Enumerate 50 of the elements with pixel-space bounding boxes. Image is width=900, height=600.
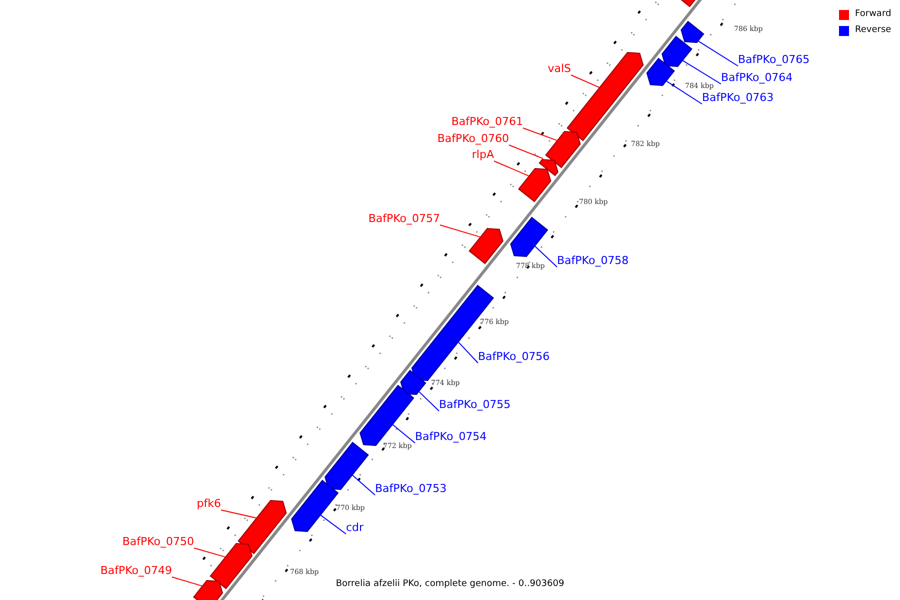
legend-label: Forward: [855, 9, 892, 20]
leader-line: [392, 424, 416, 444]
gene-feature: [538, 158, 558, 176]
gene-feature: [324, 442, 369, 490]
gene-feature: [468, 228, 504, 264]
leader-line: [698, 40, 738, 66]
gene-label: BafPKo_0764: [721, 71, 793, 84]
gene-label: cdr: [346, 521, 364, 534]
gene-label: BafPKo_0763: [702, 91, 774, 104]
gene-feature: [400, 370, 426, 396]
leader-line: [194, 548, 226, 558]
gene-label: pfk6: [196, 497, 221, 510]
leader-line: [320, 514, 346, 534]
gene-feature: [662, 36, 692, 68]
leader-line: [522, 128, 558, 142]
gene-feature: [238, 500, 287, 554]
leader-line: [418, 390, 440, 412]
gene-label: BafPKo_0749: [100, 564, 172, 577]
gene-label: BafPKo_0757: [368, 212, 440, 225]
leader-line: [440, 224, 481, 238]
gene-label: BafPKo_0750: [122, 535, 194, 548]
leader-line: [458, 341, 478, 364]
legend-label: Reverse: [855, 25, 892, 36]
leader-line: [172, 576, 203, 587]
gene-label: BafPKo_0760: [437, 132, 509, 145]
leader-line: [682, 60, 722, 84]
gene-feature: [193, 580, 224, 600]
gene-label: BafPKo_0755: [439, 398, 511, 411]
gene-feature: [680, 20, 704, 44]
caption: Borrelia afzelii PKo, complete genome. - 0..903609: [334, 578, 566, 590]
leader-line: [534, 245, 558, 268]
gene-label: valS: [548, 62, 571, 75]
leader-line: [220, 510, 258, 519]
leader-line: [508, 144, 544, 160]
gene-feature: [210, 542, 253, 590]
gene-feature: [510, 216, 548, 258]
gene-feature: [545, 130, 581, 168]
gene-label: BafPKo_0756: [478, 350, 550, 363]
gene-label: BafPKo_0753: [375, 482, 447, 495]
gene-label: BafPKo_0758: [557, 254, 629, 267]
gene-feature: [518, 168, 552, 202]
leader-line: [666, 80, 702, 104]
gene-feature: [646, 58, 675, 86]
gene-label: BafPKo_0765: [738, 53, 810, 66]
gene-label: rlpA: [472, 148, 494, 161]
leader-line: [494, 160, 530, 177]
leader-line: [570, 74, 600, 88]
gene-label: BafPKo_0754: [415, 430, 487, 443]
gene-label: BafPKo_0761: [451, 115, 523, 128]
leader-line: [352, 474, 376, 496]
